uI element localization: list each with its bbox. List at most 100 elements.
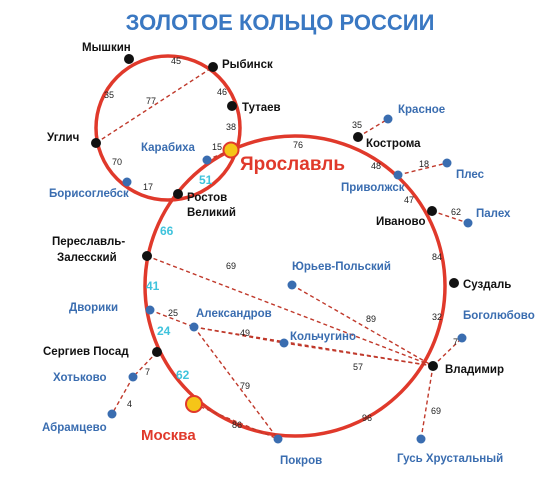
route-kostroma-krasnoe [357,118,389,138]
label-rostov-line1: Ростов [187,192,227,204]
route-privolzhsk-ples [397,162,448,176]
node-khotkovo[interactable] [128,372,138,382]
label-pokrov: Покров [280,455,322,467]
distance-kostroma-krasnoe: 35 [352,120,362,130]
distance-rostov-yaroslavl: 51 [199,173,213,187]
distance-ivanovo-suzdal: 84 [432,252,442,262]
label-krasnoe: Красное [398,104,445,116]
label-ivanovo: Иваново [376,216,426,228]
distance-kolchugino-vladimir: 57 [353,362,363,372]
route-khotkovo-abramtsevo [111,376,134,415]
node-privolzhsk[interactable] [393,170,403,180]
node-sergiev[interactable] [152,347,162,357]
label-pereslavl-line1: Переславль- [52,236,125,248]
label-privolzhsk: Приволжск [341,182,405,194]
distance-vladimir-moscow: 96 [362,413,372,423]
label-moscow: Москва [141,427,196,444]
node-gus[interactable] [416,434,426,444]
node-palekh[interactable] [463,218,473,228]
distance-privolzhsk-ples: 18 [419,159,429,169]
node-suzdal[interactable] [449,278,459,288]
distance-tutaev-yaroslavl: 38 [226,122,236,132]
node-kolchugino[interactable] [279,338,289,348]
label-palekh: Палех [476,208,511,220]
node-myshkin[interactable] [124,54,134,64]
distance-suzdal-vladimir: 32 [432,312,442,322]
distance-yuryev-vladimir: 89 [366,314,376,324]
label-myshkin: Мышкин [82,42,131,54]
distance-myshkin-uglich: 35 [104,90,114,100]
label-uglich: Углич [47,132,79,144]
label-abramtsevo: Абрамцево [42,422,107,434]
node-abramtsevo[interactable] [107,409,117,419]
distance-borisoglebsk-rostov: 17 [143,182,153,192]
route-aleksandrov-pokrov [193,326,279,440]
route-yuryev-vladimir [291,284,434,367]
distance-sergiev-khotkovo: 7 [145,367,150,377]
label-kostroma: Кострома [366,138,421,150]
distance-sergiev-aleksandrov: 24 [157,324,171,338]
node-rostov[interactable] [173,189,183,199]
distance-dvoriki-aleksandrov: 25 [168,308,178,318]
distance-vladimir-bogolyubovo: 7 [453,337,458,347]
node-moscow[interactable] [185,395,203,413]
distance-myshkin-rybinsk: 45 [171,56,181,66]
distance-vladimir-gus: 69 [431,406,441,416]
route-vladimir-gus [420,365,434,440]
label-rybinsk: Рыбинск [222,59,273,71]
route-moscow-pokrov [193,403,279,440]
node-vladimir[interactable] [428,361,438,371]
distance-moscow-pokrov: 86 [232,420,242,430]
node-krasnoe[interactable] [383,114,393,124]
node-borisoglebsk[interactable] [122,177,132,187]
node-yuryev[interactable] [287,280,297,290]
map-title: ЗОЛОТОЕ КОЛЬЦО РОССИИ [126,10,435,35]
route-ivanovo-palekh [431,210,469,224]
label-rostov-line2: Великий [187,207,236,219]
node-yaroslavl[interactable] [222,141,240,159]
city-labels: Мышкин Рыбинск Тутаев Углич Карабиха Яро… [42,42,535,467]
label-sergiev: Сергиев Посад [43,346,129,358]
node-kostroma[interactable] [353,132,363,142]
route-uglich-rybinsk [95,66,214,144]
distance-rybinsk-tutaev: 46 [217,87,227,97]
node-aleksandrov[interactable] [189,322,199,332]
label-pereslavl-line2: Залесский [57,252,117,264]
label-kolchugino: Кольчугино [290,331,356,343]
node-dvoriki[interactable] [145,305,155,315]
node-ivanovo[interactable] [427,206,437,216]
node-ples[interactable] [442,158,452,168]
label-bogolyubovo: Боголюбово [463,310,535,322]
large-ring [143,134,447,438]
node-uglich[interactable] [91,138,101,148]
dashed-routes [95,66,469,440]
label-dvoriki: Дворики [69,302,118,314]
ring-nodes [91,54,459,371]
label-tutaev: Тутаев [242,102,281,114]
node-pereslavl[interactable] [142,251,152,261]
label-gus: Гусь Хрустальный [397,453,503,465]
distance-pereslavl-vladimir: 69 [226,261,236,271]
route-aleksandrov-vladimir [193,326,434,367]
label-yuryev: Юрьев-Польский [292,261,391,273]
distance-rostov-pereslavl: 66 [160,224,174,238]
node-bogolyubovo[interactable] [457,333,467,343]
distance-karabikha-yaroslavl: 15 [212,142,222,152]
distance-aleksandrov-kolchugino: 49 [240,328,250,338]
route-dvoriki-aleksandrov [149,309,195,328]
node-tutaev[interactable] [227,101,237,111]
route-pereslavl-vladimir [146,255,434,367]
node-rybinsk[interactable] [208,62,218,72]
node-karabikha[interactable] [202,155,212,165]
distance-ivanovo-palekh: 62 [451,207,461,217]
node-pokrov[interactable] [273,434,283,444]
label-borisoglebsk: Борисоглебск [49,188,129,200]
distance-uglich-rybinsk: 77 [146,96,156,106]
distance-uglich-borisoglebsk: 70 [112,157,122,167]
distance-privolzhsk-ivanovo: 47 [404,195,414,205]
distance-pereslavl-sergiev: 41 [146,279,160,293]
route-sergiev-khotkovo [132,351,158,378]
distance-kostroma-privolzhsk: 48 [371,161,381,171]
label-karabikha: Карабиха [141,142,196,154]
